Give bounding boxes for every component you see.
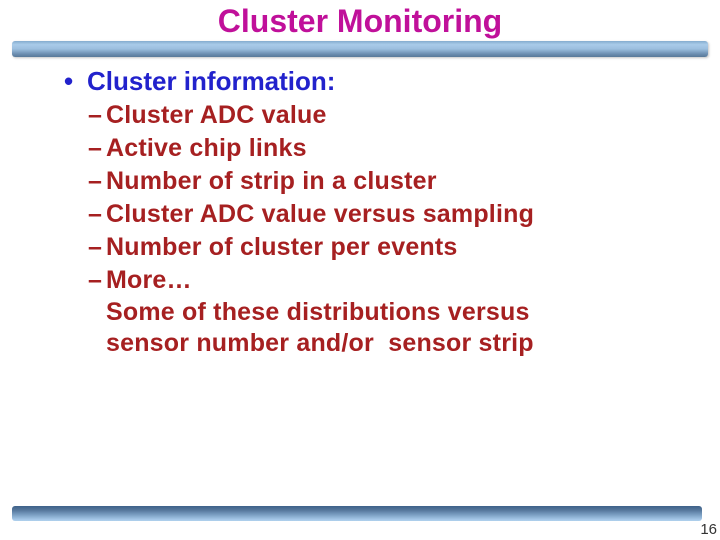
list-item: – Active chip links <box>88 132 534 165</box>
heading-text: Cluster information: <box>87 66 336 96</box>
top-divider-bar <box>12 41 708 57</box>
bottom-divider-bar <box>12 506 702 521</box>
bullet-icon: • <box>64 66 74 96</box>
list-item: – Number of cluster per events <box>88 231 534 264</box>
list-item-text: More… <box>106 266 192 294</box>
list-item-text: Cluster ADC value <box>106 101 327 129</box>
list-item: – Cluster ADC value <box>88 99 534 132</box>
list-item-text: Number of cluster per events <box>106 233 458 261</box>
slide-title: Cluster Monitoring <box>217 3 503 39</box>
dash-marker: – <box>88 233 103 261</box>
list-item-text: Cluster ADC value versus sampling <box>106 200 535 228</box>
continuation-line: sensor number and/or sensor strip <box>106 329 534 357</box>
dash-marker: – <box>88 134 103 162</box>
bullet-list: – Cluster ADC value – Active chip links … <box>88 99 534 297</box>
list-item: – Cluster ADC value versus sampling <box>88 198 534 231</box>
list-item-text: Active chip links <box>106 134 307 162</box>
list-item: – More… <box>88 264 534 297</box>
dash-marker: – <box>88 266 103 294</box>
continuation-text: Some of these distributions versus senso… <box>106 297 534 359</box>
dash-marker: – <box>88 101 103 129</box>
dash-marker: – <box>88 200 103 228</box>
heading-row: • Cluster information: <box>64 66 335 96</box>
continuation-line: Some of these distributions versus <box>106 298 530 326</box>
list-item-text: Number of strip in a cluster <box>106 167 437 195</box>
page-number: 16 <box>700 521 717 538</box>
dash-marker: – <box>88 167 103 195</box>
list-item: – Number of strip in a cluster <box>88 165 534 198</box>
